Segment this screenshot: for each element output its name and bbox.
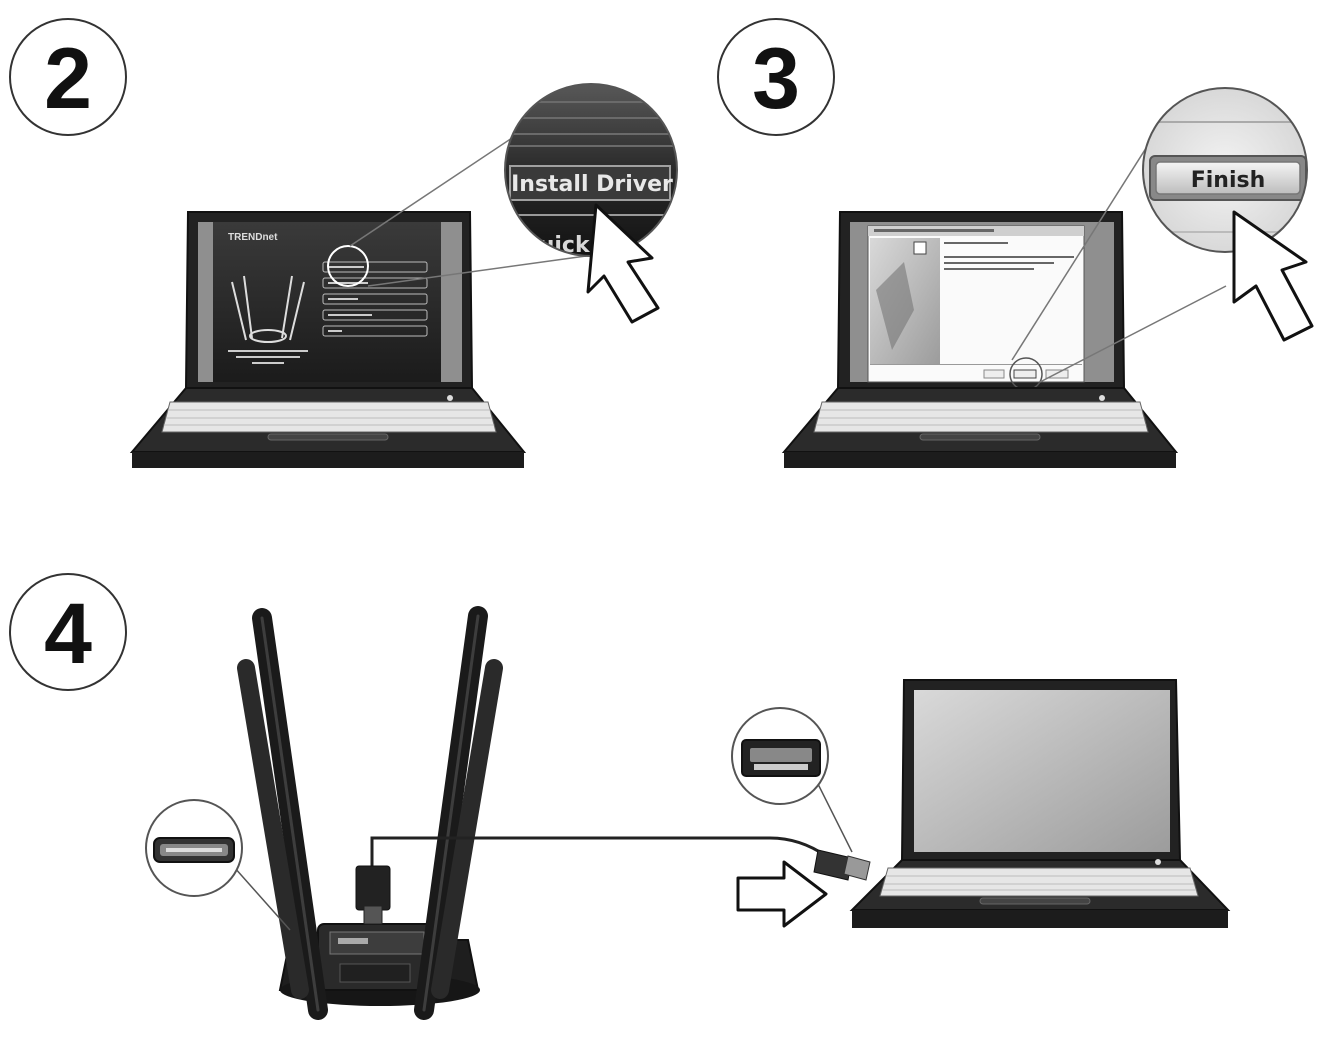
step-4: 4 — [10, 574, 1228, 1010]
laptop-2-brand: TRENDnet — [228, 232, 278, 243]
laptop-4-screen — [914, 690, 1170, 852]
laptop-2: TRENDnet — [132, 212, 524, 468]
laptop-3 — [784, 212, 1176, 468]
finish-zoom: Finish — [1140, 86, 1310, 256]
zoom-finish-label: Finish — [1191, 168, 1266, 193]
arrow-right-icon — [738, 862, 826, 926]
step-2: 2 TRENDnet — [10, 19, 682, 468]
step-2-number: 2 — [44, 31, 92, 127]
usb-port-icon — [146, 800, 242, 896]
step-4-number: 4 — [44, 586, 92, 682]
step-3-number: 3 — [752, 31, 800, 127]
step-3: 3 — [718, 19, 1312, 468]
zoom-quick-label: Quick — [520, 233, 591, 258]
install-driver-zoom: Install Driver Quick — [500, 80, 682, 262]
zoom-install-driver-label: Install Driver — [511, 172, 673, 197]
usb-wireless-adapter — [246, 616, 494, 1010]
usb-port-icon — [732, 708, 828, 804]
laptop-4 — [852, 680, 1228, 928]
